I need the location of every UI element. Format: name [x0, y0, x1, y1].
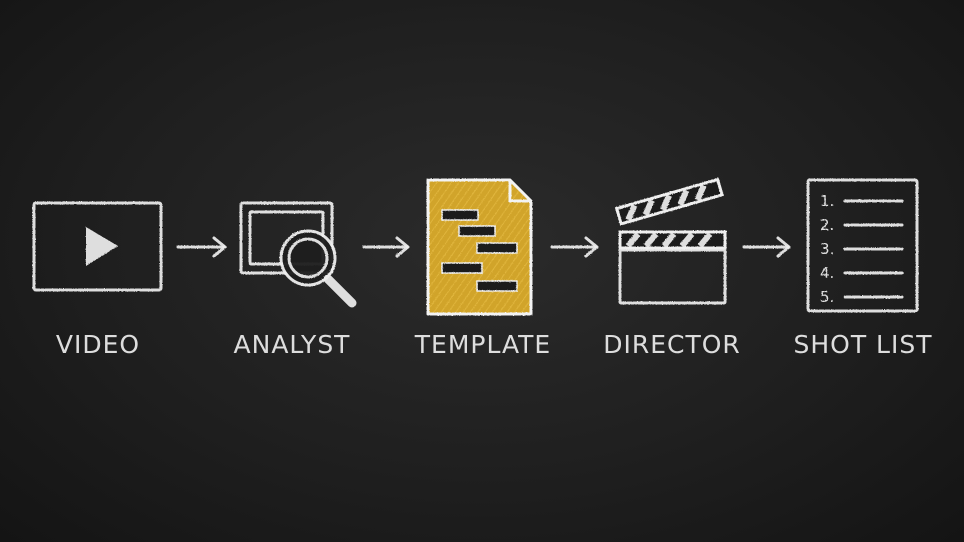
arrow-right-icon — [362, 236, 410, 258]
video-player-icon — [32, 201, 163, 292]
template-document-icon — [426, 178, 533, 316]
step-label-analyst: ANALYST — [233, 330, 351, 359]
list-number-5: 5. — [820, 288, 834, 306]
numbered-list-icon: 1. 2. 3. 4. 5. — [806, 178, 919, 313]
step-label-shot-list: SHOT LIST — [793, 330, 933, 359]
step-label-template: TEMPLATE — [414, 330, 552, 359]
list-number-2: 2. — [820, 216, 834, 234]
step-label-director: DIRECTOR — [603, 330, 741, 359]
magnifier-icon — [239, 201, 357, 308]
list-number-1: 1. — [820, 192, 834, 210]
arrow-right-icon — [176, 236, 227, 258]
arrow-right-icon — [550, 236, 599, 258]
list-number-4: 4. — [820, 264, 834, 282]
list-number-3: 3. — [820, 240, 834, 258]
step-label-video: VIDEO — [55, 330, 141, 359]
clapperboard-icon — [614, 177, 727, 305]
arrow-right-icon — [742, 236, 791, 258]
